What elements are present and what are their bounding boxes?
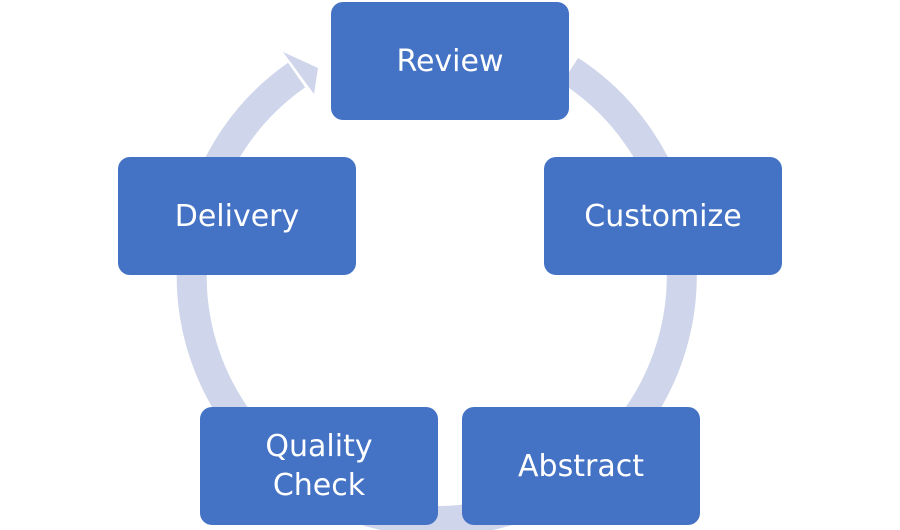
step-quality-check: Quality Check — [200, 407, 438, 525]
step-abstract: Abstract — [462, 407, 700, 525]
step-delivery: Delivery — [118, 157, 356, 275]
step-quality-check-label: Quality Check — [265, 429, 373, 503]
step-delivery-label: Delivery — [174, 198, 300, 234]
cycle-arrowhead-icon — [283, 52, 318, 94]
step-review: Review — [331, 2, 569, 120]
step-abstract-label: Abstract — [518, 448, 644, 484]
step-customize-label: Customize — [584, 198, 742, 234]
step-review-label: Review — [396, 43, 504, 79]
step-customize: Customize — [544, 157, 782, 275]
